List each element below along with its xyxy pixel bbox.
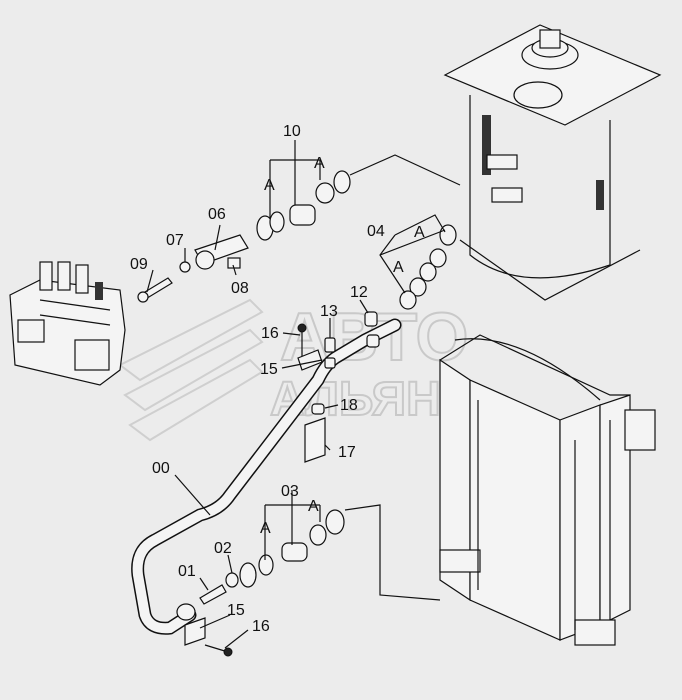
label-12: 12 — [350, 284, 368, 301]
label-a-3: A — [414, 224, 425, 241]
label-13: 13 — [320, 303, 338, 320]
part-labels: 10 A A 04 A A 06 07 09 08 12 13 16 15 18… — [130, 123, 425, 635]
clamp-group — [297, 311, 380, 463]
leader-lines — [146, 140, 461, 649]
label-09: 09 — [130, 256, 148, 273]
label-08: 08 — [231, 280, 249, 297]
pipe-00 — [131, 318, 402, 635]
label-03: 03 — [281, 483, 299, 500]
label-17: 17 — [338, 444, 356, 461]
fitting-group-10 — [256, 170, 351, 241]
label-a-1: A — [264, 177, 275, 194]
label-a-2: A — [314, 155, 325, 172]
label-07: 07 — [166, 232, 184, 249]
bottom-fittings — [184, 572, 239, 657]
fitting-group-04 — [399, 224, 457, 310]
label-04: 04 — [367, 223, 385, 240]
label-15-top: 15 — [260, 361, 278, 378]
label-15-bottom: 15 — [227, 602, 245, 619]
fitting-group-03 — [239, 509, 345, 588]
watermark-logo — [118, 298, 264, 442]
watermark: АВТО АЛЬЯНС — [118, 298, 476, 442]
label-16-top: 16 — [261, 325, 279, 342]
label-00: 00 — [152, 460, 170, 477]
label-a-6: A — [308, 498, 319, 515]
oil-cooler — [439, 334, 656, 646]
label-a-4: A — [393, 259, 404, 276]
label-02: 02 — [214, 540, 232, 557]
label-10: 10 — [283, 123, 301, 140]
label-06: 06 — [208, 206, 226, 223]
label-16-bottom: 16 — [252, 618, 270, 635]
label-01: 01 — [178, 563, 196, 580]
control-valve — [9, 261, 126, 386]
label-a-5: A — [260, 520, 271, 537]
fitting-group-06 — [137, 234, 249, 303]
label-18: 18 — [340, 397, 358, 414]
hydraulic-tank — [443, 24, 662, 301]
